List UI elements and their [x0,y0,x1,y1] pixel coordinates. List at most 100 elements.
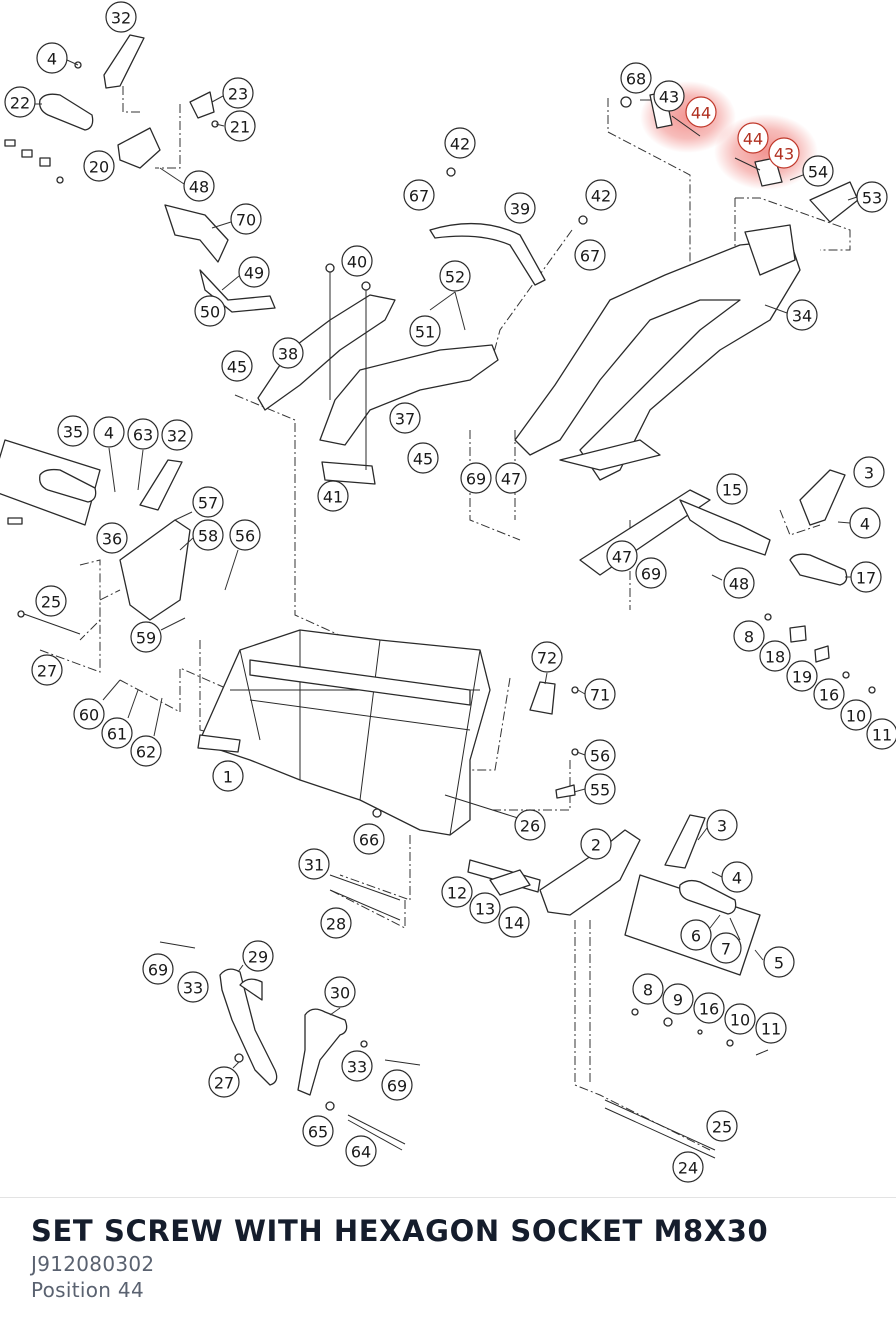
callout-49[interactable]: 49 [238,256,270,288]
callout-55[interactable]: 55 [584,773,616,805]
callout-6[interactable]: 6 [680,919,712,951]
callout-27[interactable]: 27 [208,1066,240,1098]
callout-number: 58 [198,527,218,546]
callout-1[interactable]: 1 [212,760,244,792]
callout-16[interactable]: 16 [813,678,845,710]
callout-4[interactable]: 4 [721,861,753,893]
callout-60[interactable]: 60 [73,698,105,730]
callout-42[interactable]: 42 [444,127,476,159]
callout-68[interactable]: 68 [620,62,652,94]
callout-11[interactable]: 11 [755,1012,787,1044]
callout-44-highlighted[interactable]: 44 [737,122,769,154]
callout-63[interactable]: 63 [127,418,159,450]
callout-23[interactable]: 23 [222,77,254,109]
callout-65[interactable]: 65 [302,1115,334,1147]
callout-9[interactable]: 9 [662,983,694,1015]
callout-number: 51 [415,323,435,342]
callout-10[interactable]: 10 [724,1003,756,1035]
callout-33[interactable]: 33 [341,1050,373,1082]
callout-number: 49 [244,264,264,283]
callout-3[interactable]: 3 [706,809,738,841]
callout-67[interactable]: 67 [574,239,606,271]
callout-25[interactable]: 25 [35,585,67,617]
callout-47[interactable]: 47 [495,462,527,494]
callout-21[interactable]: 21 [224,110,256,142]
callout-67[interactable]: 67 [403,179,435,211]
callout-2[interactable]: 2 [580,828,612,860]
callout-48[interactable]: 48 [183,170,215,202]
callout-69[interactable]: 69 [460,462,492,494]
callout-4[interactable]: 4 [93,416,125,448]
callout-11[interactable]: 11 [866,718,896,750]
callout-number: 13 [475,900,495,919]
callout-39[interactable]: 39 [504,192,536,224]
callout-42[interactable]: 42 [585,179,617,211]
callout-33[interactable]: 33 [177,971,209,1003]
callout-56[interactable]: 56 [229,519,261,551]
callout-43[interactable]: 43 [653,80,685,112]
callout-3[interactable]: 3 [853,456,885,488]
callout-20[interactable]: 20 [83,150,115,182]
callout-19[interactable]: 19 [786,660,818,692]
callout-70[interactable]: 70 [230,203,262,235]
callout-17[interactable]: 17 [850,561,882,593]
callout-61[interactable]: 61 [101,717,133,749]
callout-32[interactable]: 32 [161,419,193,451]
callout-10[interactable]: 10 [840,699,872,731]
callout-14[interactable]: 14 [498,906,530,938]
callout-62[interactable]: 62 [130,735,162,767]
callout-4[interactable]: 4 [849,507,881,539]
callout-51[interactable]: 51 [409,315,441,347]
callout-13[interactable]: 13 [469,892,501,924]
callout-56[interactable]: 56 [584,739,616,771]
callout-53[interactable]: 53 [856,181,888,213]
callout-64[interactable]: 64 [345,1135,377,1167]
callout-4[interactable]: 4 [36,42,68,74]
callout-40[interactable]: 40 [341,245,373,277]
callout-25[interactable]: 25 [706,1110,738,1142]
callout-36[interactable]: 36 [96,522,128,554]
callout-12[interactable]: 12 [441,876,473,908]
callout-47[interactable]: 47 [606,540,638,572]
callout-58[interactable]: 58 [192,519,224,551]
callout-45[interactable]: 45 [221,350,253,382]
callout-29[interactable]: 29 [242,940,274,972]
callout-66[interactable]: 66 [353,823,385,855]
callout-44-highlighted[interactable]: 44 [685,96,717,128]
callout-31[interactable]: 31 [298,848,330,880]
callout-71[interactable]: 71 [584,678,616,710]
callout-43-highlighted[interactable]: 43 [768,137,800,169]
callout-69[interactable]: 69 [142,953,174,985]
callout-38[interactable]: 38 [272,337,304,369]
callout-27[interactable]: 27 [31,654,63,686]
callout-45[interactable]: 45 [407,442,439,474]
callout-28[interactable]: 28 [320,907,352,939]
callout-22[interactable]: 22 [4,86,36,118]
callout-16[interactable]: 16 [693,992,725,1024]
callout-8[interactable]: 8 [733,620,765,652]
callout-69[interactable]: 69 [635,557,667,589]
callout-52[interactable]: 52 [439,260,471,292]
callout-72[interactable]: 72 [531,641,563,673]
callout-number: 47 [612,548,632,567]
callout-54[interactable]: 54 [802,155,834,187]
callout-35[interactable]: 35 [57,415,89,447]
callout-57[interactable]: 57 [192,486,224,518]
callout-24[interactable]: 24 [672,1151,704,1183]
callout-41[interactable]: 41 [317,480,349,512]
callout-15[interactable]: 15 [716,473,748,505]
callout-37[interactable]: 37 [389,402,421,434]
callout-59[interactable]: 59 [130,621,162,653]
callout-69[interactable]: 69 [381,1069,413,1101]
callout-30[interactable]: 30 [324,976,356,1008]
callout-50[interactable]: 50 [194,295,226,327]
callout-7[interactable]: 7 [710,932,742,964]
callout-32[interactable]: 32 [105,1,137,33]
callout-number: 8 [744,628,754,647]
callout-5[interactable]: 5 [763,946,795,978]
callout-26[interactable]: 26 [514,809,546,841]
callout-8[interactable]: 8 [632,973,664,1005]
callout-48[interactable]: 48 [723,567,755,599]
callout-34[interactable]: 34 [786,299,818,331]
callout-18[interactable]: 18 [759,640,791,672]
